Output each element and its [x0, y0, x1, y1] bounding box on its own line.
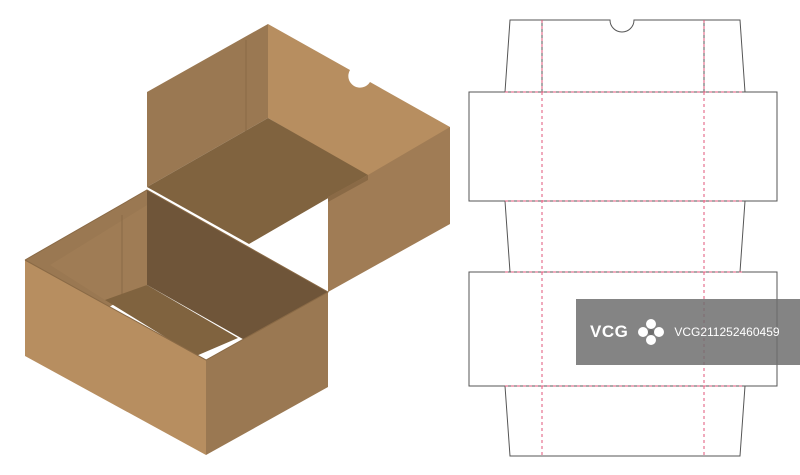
lid-front-wall [328, 127, 450, 292]
dieline-bottom-tab [504, 385, 746, 457]
lid-left-panel [147, 24, 268, 187]
dieline-top-flaps [541, 20, 705, 92]
dieline-folds [505, 20, 745, 456]
watermark-logo: VCG [590, 322, 629, 341]
box-inner-left [50, 205, 147, 300]
box-front-right [206, 292, 328, 455]
flower-logo-icon [638, 319, 665, 345]
dieline-tab-2 [504, 200, 746, 273]
lid-front-wall-top [328, 175, 368, 202]
box-3d [24, 24, 450, 455]
watermark-banner: VCG VCG211252460459 [576, 299, 800, 365]
dieline [468, 19, 778, 457]
box-floor [105, 285, 238, 356]
dieline-top-tab [504, 19, 746, 93]
dieline-panel-1 [468, 91, 778, 202]
box-rim [24, 189, 330, 361]
lid-inner-floor [147, 118, 368, 244]
watermark-id: VCG211252460459 [674, 325, 780, 339]
box-front-left [25, 260, 206, 455]
